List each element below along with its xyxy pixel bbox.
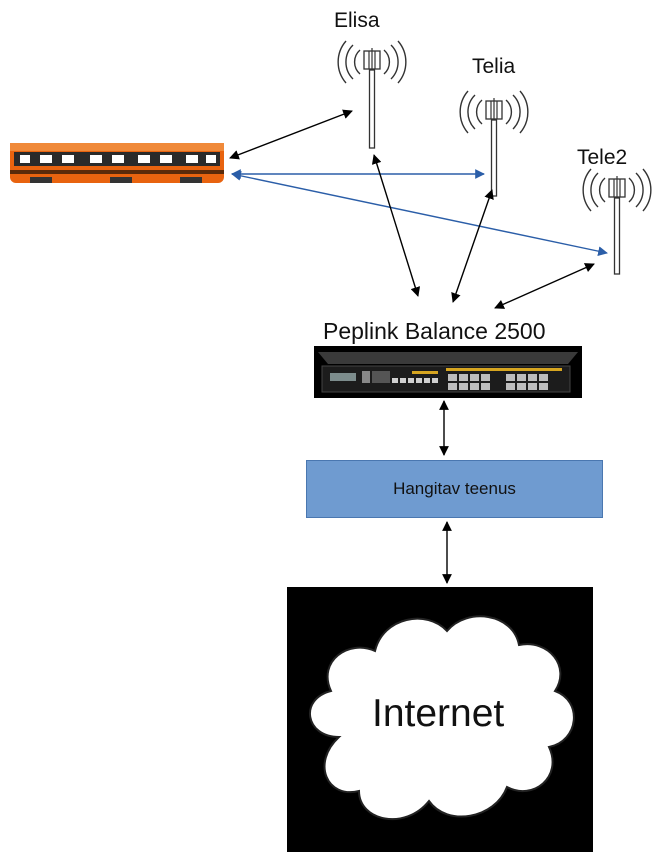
internet-label: Internet <box>372 692 505 735</box>
tower-label-tele2: Tele2 <box>577 146 628 169</box>
cell-tower-icon <box>337 40 407 149</box>
tower-label-elisa: Elisa <box>334 9 380 32</box>
tower-label-telia: Telia <box>472 55 516 78</box>
service-label: Hangitav teenus <box>393 479 516 498</box>
link-telia-router <box>451 189 494 303</box>
internet-panel <box>287 587 593 852</box>
service-box: Hangitav teenus <box>306 460 603 518</box>
link-train-tele2 <box>231 171 608 256</box>
link-tele2-router <box>494 263 595 309</box>
cell-tower-icon <box>459 90 529 197</box>
link-elisa-router <box>371 154 421 297</box>
router-device-image <box>314 346 582 398</box>
cloud-shape <box>308 615 575 820</box>
link-train-elisa <box>229 109 353 160</box>
router-label: Peplink Balance 2500 <box>323 318 546 344</box>
train-image <box>10 143 224 183</box>
cell-tower-icon <box>582 168 652 275</box>
